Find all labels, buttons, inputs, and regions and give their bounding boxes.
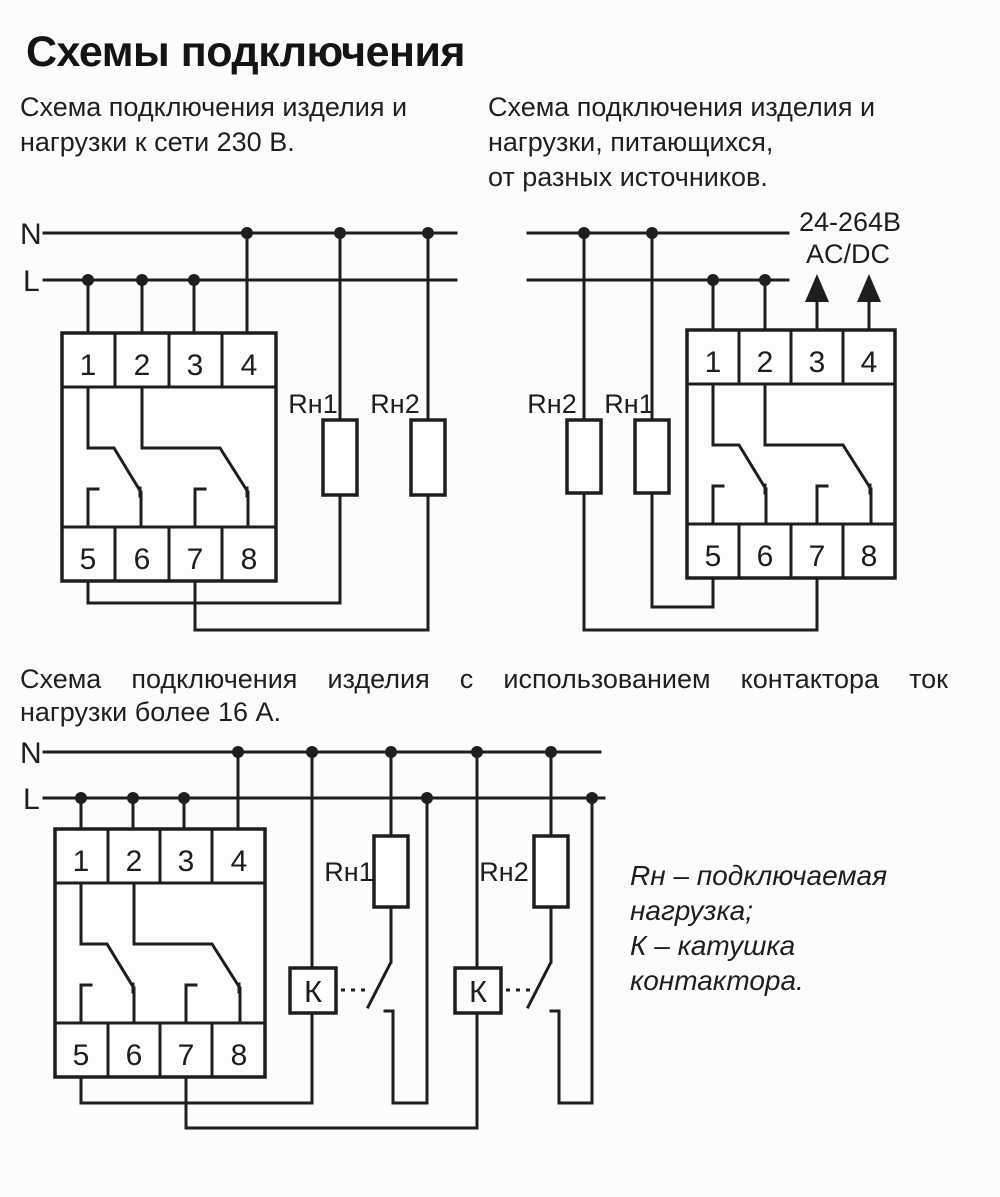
coil1-return-wire [79,1011,314,1105]
caption-diagram-separate-sources: Схема подключения изделия и нагрузки, пи… [488,90,875,195]
caption-line: нагрузки к сети 230 В. [20,127,295,157]
caption-line: нагрузки, питающихся, [488,127,774,157]
svg-text:6: 6 [126,1039,143,1072]
coil2-return-wire [184,1011,479,1130]
page-title: Схемы подключения [26,28,466,76]
svg-text:7: 7 [809,540,826,573]
caption-line: Схема подключения изделия и [20,92,408,122]
terminal-numbers: 1 2 3 4 5 6 7 8 [705,346,878,573]
contactor-power-contact [365,905,429,1105]
legend-line: нагрузка; [630,895,754,926]
load-resistor-rn1 [372,834,410,909]
caption-line: Схема подключения изделия с использовани… [20,664,948,694]
load-resistor-rn2 [409,418,447,497]
load-resistor-rn1 [633,418,671,495]
svg-text:5: 5 [705,540,722,573]
junction-dots [75,746,598,804]
coil1-label: К [304,974,322,1009]
contactor-1 [288,905,429,1105]
load1-label: Rн1 [288,389,337,419]
caption-line: Схема подключения изделия и [488,92,876,122]
caption-line: нагрузки более 16 А. [20,697,281,727]
coil2-label: К [469,974,487,1009]
relay-contacts [711,382,873,526]
terminal-numbers: 1 2 3 4 5 6 7 8 [80,349,258,576]
legend-line: контактора. [630,965,804,996]
svg-text:7: 7 [187,543,204,576]
diagram-separate-sources: 24-264В AC/DC Rн2 Rн1 1 2 3 4 5 6 7 8 [526,207,901,632]
aux-type-label: AC/DC [806,239,890,269]
supply-arrow [857,274,881,302]
svg-text:4: 4 [231,845,248,878]
svg-text:8: 8 [861,540,878,573]
terminal-rows [60,331,278,583]
svg-text:3: 3 [178,845,195,878]
svg-text:8: 8 [231,1039,248,1072]
load-resistor-rn2 [532,834,570,909]
load2-label: Rн2 [527,389,576,419]
junction-dots [82,227,434,286]
svg-text:1: 1 [705,346,722,379]
diagram-contactor: N L Rн1 Rн2 К К 1 2 3 4 5 6 7 8 [20,737,606,1130]
load2-return-wire [582,491,819,632]
svg-text:4: 4 [861,346,878,379]
svg-text:5: 5 [73,1039,90,1072]
contactor-power-contact [525,905,594,1105]
feed-wires [582,231,767,422]
svg-text:8: 8 [241,543,258,576]
junction-dots [578,227,771,286]
contactor-coil-k1 [288,966,338,1015]
load1-label: Rн1 [604,389,653,419]
load-resistor-rn1 [321,418,359,497]
contactor-2 [453,905,594,1105]
supply-arrow [805,274,829,302]
caption-diagram-230v: Схема подключения изделия и нагрузки к с… [20,90,407,160]
contactor-coil-k2 [453,966,503,1015]
terminal-rows [53,827,267,1079]
terminal-numbers: 1 2 3 4 5 6 7 8 [73,845,248,1072]
load-resistor-rn2 [565,418,603,495]
caption-diagram-contactor: Схема подключения изделия с использовани… [20,663,948,729]
diagram-230v: N L Rн1 Rн2 1 2 3 4 5 6 7 8 [20,218,458,632]
svg-text:2: 2 [126,845,143,878]
legend-text: Rн – подключаемая нагрузка; К – катушка … [630,858,887,998]
svg-text:1: 1 [73,845,90,878]
legend-line: Rн – подключаемая [630,860,888,891]
neutral-label: N [20,218,42,251]
phase-label: L [23,265,40,298]
terminal-rows [685,328,897,580]
svg-text:6: 6 [757,540,774,573]
legend-line: К – катушка [630,930,796,961]
load2-return-wire [193,493,430,632]
svg-text:3: 3 [809,346,826,379]
svg-text:2: 2 [757,346,774,379]
aux-supply-arrows [805,274,881,332]
feed-wires [79,750,594,1105]
svg-text:1: 1 [80,349,97,382]
relay-contacts [79,881,242,1025]
caption-line: от разных источников. [488,162,768,192]
phase-label: L [23,783,40,816]
load2-label: Rн2 [370,389,419,419]
svg-text:2: 2 [134,349,151,382]
load2-label: Rн2 [479,857,528,887]
svg-text:7: 7 [178,1039,195,1072]
svg-text:4: 4 [241,349,258,382]
svg-text:5: 5 [80,543,97,576]
relay-contacts [86,385,250,529]
load1-return-wire [650,491,715,609]
load1-return-wire [86,493,342,605]
svg-text:3: 3 [187,349,204,382]
aux-voltage-label: 24-264В [799,207,901,237]
neutral-label: N [20,737,42,770]
svg-text:6: 6 [134,543,151,576]
terminal-feed-wires [86,231,430,422]
load1-label: Rн1 [324,857,373,887]
